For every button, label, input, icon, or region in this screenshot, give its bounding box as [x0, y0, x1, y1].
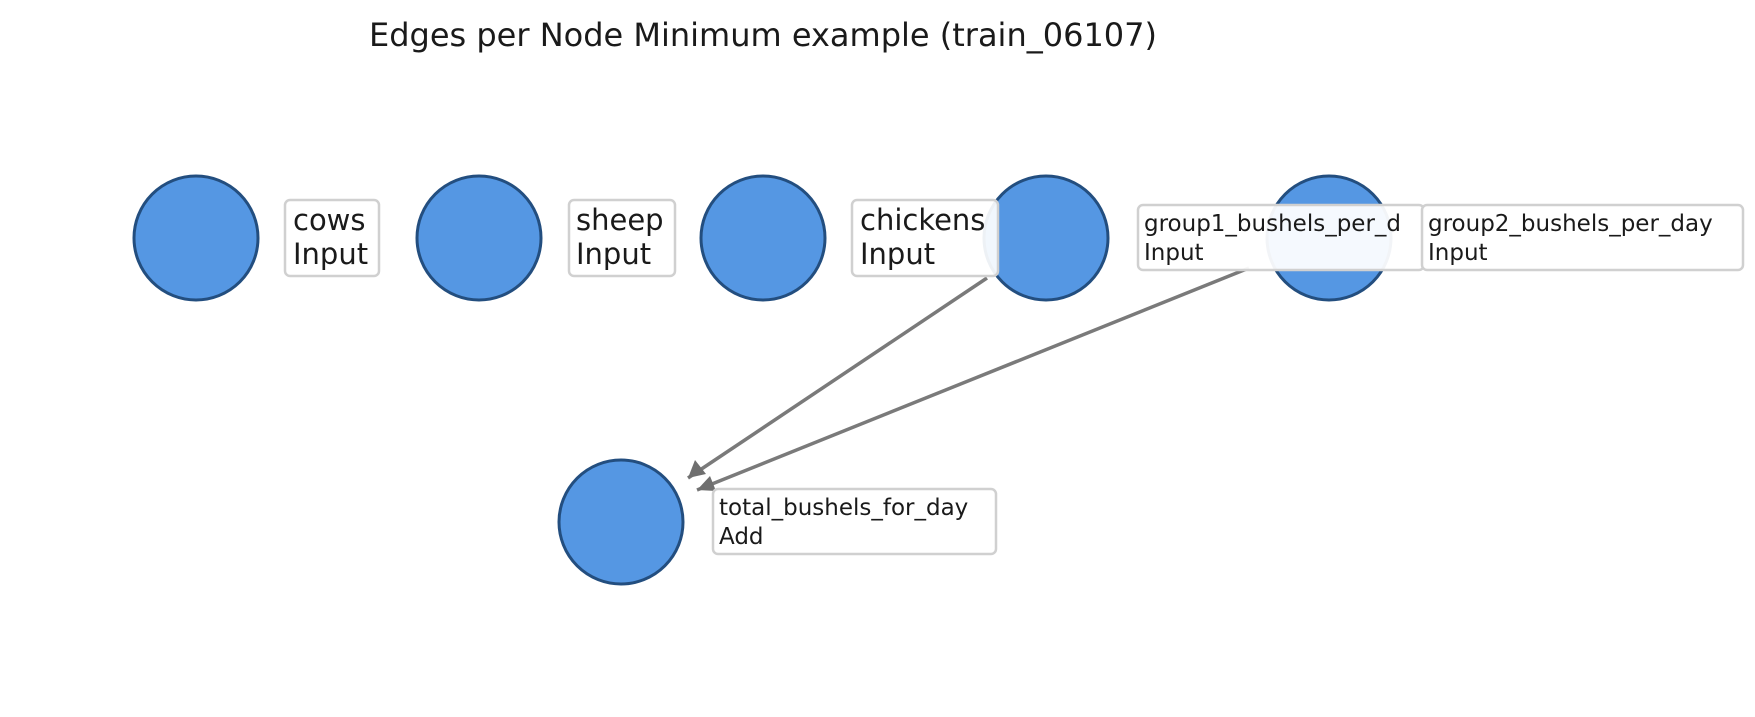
node-circle[interactable]: [982, 174, 1110, 302]
node-name: total_bushels_for_day: [719, 495, 968, 521]
node-op: Input: [293, 237, 368, 271]
edges: [687, 266, 1250, 492]
node-op: Input: [576, 237, 651, 271]
node-op: Add: [719, 524, 764, 550]
node-op: Input: [1428, 240, 1488, 266]
edge-group2-to-total: [696, 266, 1250, 492]
node-name: group1_bushels_per_d: [1144, 211, 1401, 237]
label-box: [850, 198, 1000, 278]
node-total[interactable]: [557, 458, 685, 586]
label-box: [711, 487, 998, 556]
node-circle[interactable]: [557, 458, 685, 586]
node-circle[interactable]: [699, 174, 827, 302]
node-circle[interactable]: [415, 174, 543, 302]
label-total: total_bushels_for_day Add: [711, 487, 998, 556]
label-sheep: sheep Input: [567, 198, 677, 278]
label-box: [567, 198, 677, 278]
label-group1: group1_bushels_per_d Input: [1136, 203, 1426, 272]
node-name: group2_bushels_per_day: [1428, 211, 1713, 237]
label-chickens: chickens Input: [850, 198, 1000, 278]
node-op: Input: [1144, 240, 1204, 266]
node-sheep[interactable]: [415, 174, 543, 302]
node-cows[interactable]: [132, 174, 260, 302]
label-box: [283, 198, 381, 278]
node-name: sheep: [576, 203, 664, 237]
edge-group1-to-total: [687, 276, 988, 480]
edge-group2-arrowhead: [697, 476, 716, 491]
label-box: [1420, 203, 1745, 272]
label-cows: cows Input: [283, 198, 381, 278]
node-circle[interactable]: [132, 174, 260, 302]
node-group1[interactable]: [982, 174, 1110, 302]
node-name: chickens: [860, 203, 985, 237]
edge-group1-arrowhead: [688, 460, 706, 478]
diagram-title: Edges per Node Minimum example (train_06…: [369, 16, 1157, 54]
node-name: cows: [293, 203, 366, 237]
node-chickens[interactable]: [699, 174, 827, 302]
node-op: Input: [860, 237, 935, 271]
label-group2: group2_bushels_per_day Input: [1420, 203, 1745, 272]
